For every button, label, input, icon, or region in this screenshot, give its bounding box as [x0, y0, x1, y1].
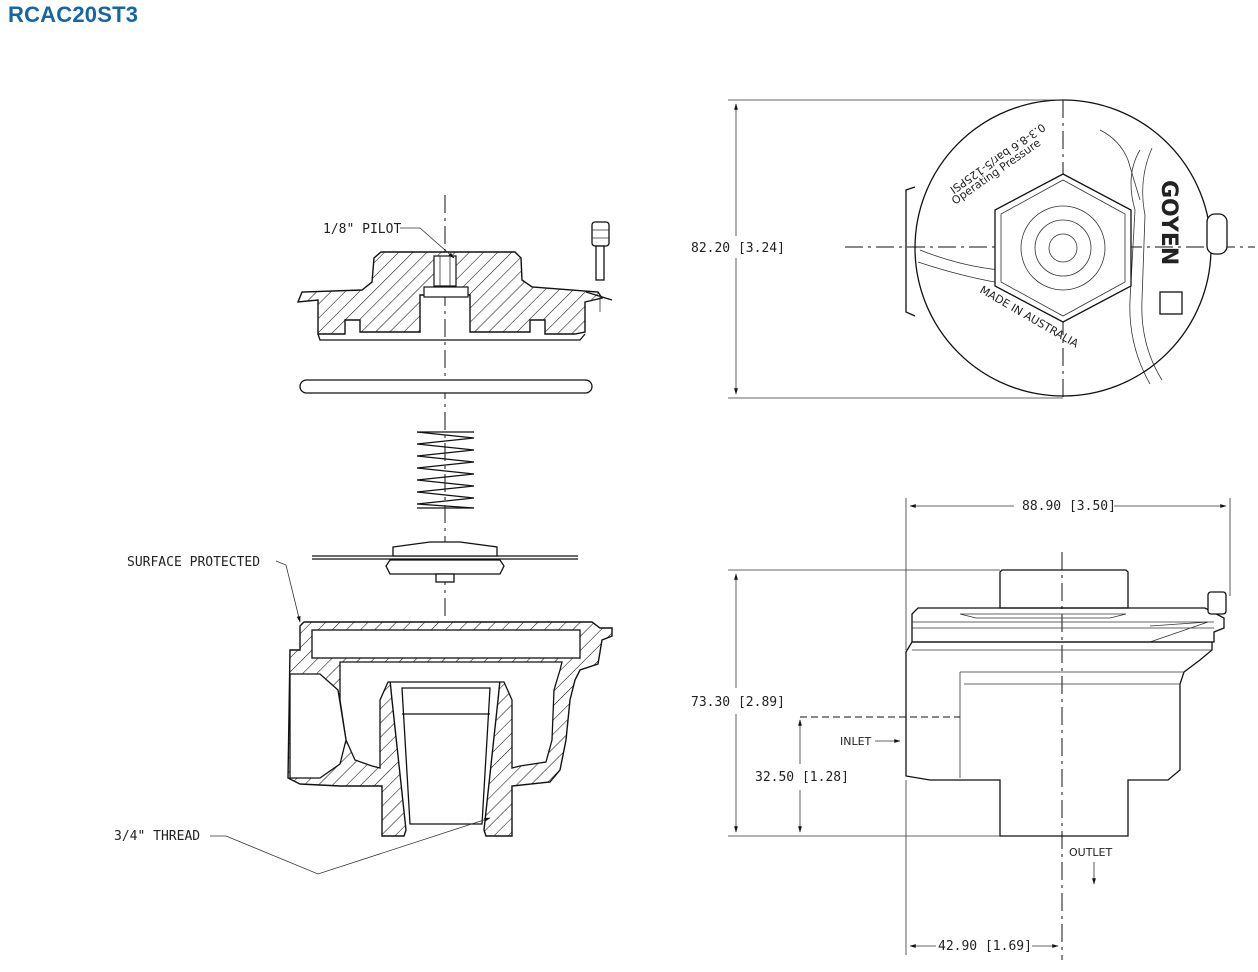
- spring: [416, 431, 475, 509]
- brand-logo: GOYEN: [1156, 180, 1181, 265]
- dim-total-height: 73.30 [2.89]: [691, 695, 785, 710]
- dim-height-top-view: 82.20 [3.24]: [691, 241, 785, 256]
- dim-outlet-offset: 42.90 [1.69]: [938, 939, 1032, 954]
- inlet-label: INLET: [840, 735, 872, 748]
- surface-protected-label: SURFACE PROTECTED: [127, 555, 260, 570]
- dim-width-side-view: 88.90 [3.50]: [1022, 499, 1116, 514]
- thread-label: 3/4" THREAD: [114, 829, 200, 844]
- drawing-title: RCAC20ST3: [8, 2, 139, 27]
- valve-body-section: [287, 621, 613, 837]
- brand-logo-mark: [1159, 291, 1183, 315]
- outlet-label: OUTLET: [1069, 846, 1113, 859]
- exploded-section-view: 1/8" PILOT SURFACE PROTECTED 3/4" THREAD: [114, 195, 613, 875]
- dim-inlet-height: 32.50 [1.28]: [755, 770, 849, 785]
- o-ring: [299, 379, 593, 394]
- pilot-label: 1/8" PILOT: [323, 222, 401, 237]
- side-view: INLET OUTLET 88.90 [3.50] 73.30 [2.89] 3…: [691, 498, 1231, 960]
- pressure-range-text: 0.3-8.6 bar/5-125PSI: [948, 121, 1048, 197]
- top-view: Operating Pressure 0.3-8.6 bar/5-125PSI …: [691, 99, 1255, 399]
- diaphragm-assembly: [312, 541, 578, 583]
